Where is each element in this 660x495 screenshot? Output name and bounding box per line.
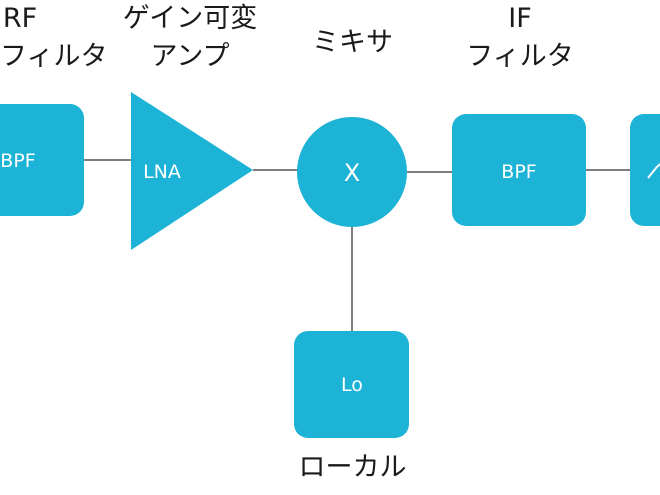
rf-filter-label-line1: RF <box>2 3 38 34</box>
mixer-label: ミキサ <box>312 27 393 58</box>
rf-bpf-label: BPF <box>0 150 35 172</box>
if-filter-label-line2: フィルタ <box>466 41 574 72</box>
mixer-circle <box>297 117 407 227</box>
vga-label-line1: ゲイン可変 <box>122 3 258 34</box>
next-stage-symbol <box>647 163 660 179</box>
mixer-symbol: X <box>344 159 360 187</box>
vga-label-line2: アンプ <box>150 41 230 72</box>
rf-filter-label-line2: フィルタ <box>0 41 108 72</box>
lo-label: Lo <box>341 374 363 396</box>
lna-amplifier <box>131 92 253 250</box>
next-stage-block <box>630 114 660 226</box>
if-bpf-block <box>452 114 586 226</box>
rf-bpf-block <box>0 104 84 216</box>
lo-block <box>294 331 409 438</box>
if-filter-label-line1: IF <box>508 3 532 34</box>
if-bpf-label: BPF <box>501 161 536 183</box>
local-label: ローカル <box>298 452 407 483</box>
lna-label: LNA <box>143 161 181 183</box>
